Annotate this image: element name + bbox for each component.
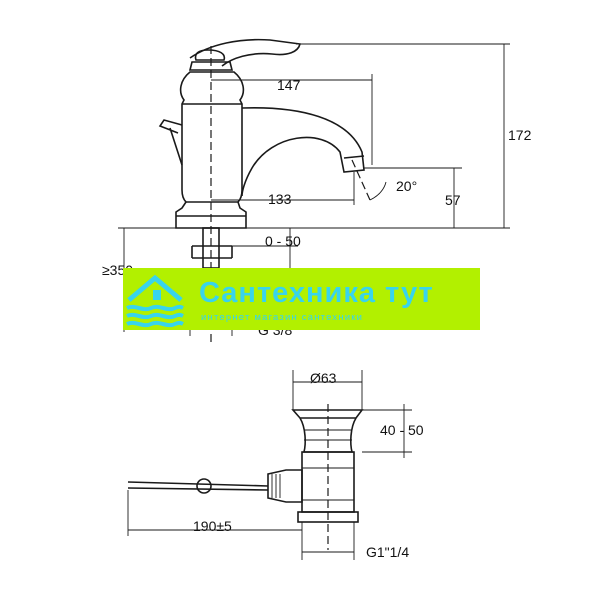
dim-drain-diameter: Ø63: [310, 370, 337, 386]
dim-total-height: 172: [508, 127, 532, 143]
faucet-spout: [241, 106, 365, 197]
dim-spout-reach: 147: [277, 77, 301, 93]
drain-dimension-lines: [127, 370, 412, 560]
faucet-cap: [194, 49, 226, 61]
faucet-lever-handle: [189, 38, 301, 67]
dim-drain-adjustment: 40 - 50: [380, 422, 424, 438]
brand-name: Сантехника тут: [199, 277, 434, 309]
pop-up-knob: [158, 119, 183, 166]
dim-rod-length: 190±5: [193, 518, 232, 534]
brand-tagline: интернет магазин сантехники: [201, 312, 364, 323]
pivot-nut: [267, 469, 303, 503]
house-waves-logo-icon: [126, 274, 184, 328]
dim-pop-up-travel: 0 - 50: [265, 233, 301, 249]
drain-assembly: [127, 404, 364, 550]
dim-spout-height: 57: [445, 192, 461, 208]
faucet-dimension-lines: [118, 43, 510, 336]
dim-spout-angle: 20°: [396, 178, 417, 194]
faucet-body: [179, 71, 245, 203]
faucet-side-view: [158, 38, 371, 345]
dim-drain-thread: G1"1/4: [366, 544, 409, 560]
watermark-banner: Сантехника тут интернет магазин сантехни…: [123, 268, 480, 330]
dim-handle-reach: 133: [268, 191, 292, 207]
